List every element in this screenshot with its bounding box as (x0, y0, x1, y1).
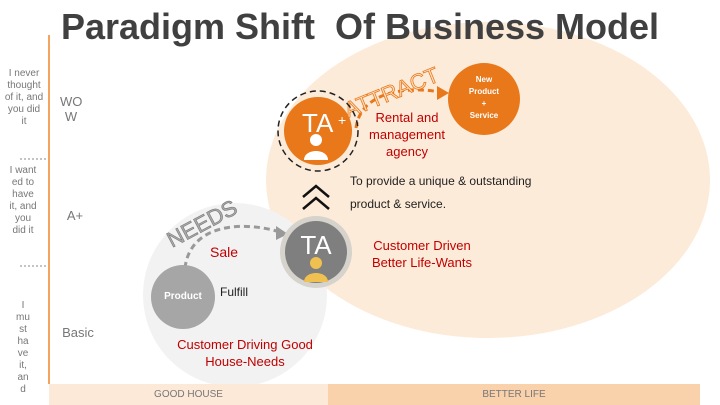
needs-caption: Customer Driving Good House-Needs (177, 337, 313, 369)
level-wow: WO W (60, 94, 83, 124)
ta-label: TA (300, 230, 332, 260)
needs-arrow (183, 224, 281, 269)
page-title: Paradigm Shift Of Business Model (60, 6, 660, 47)
attract-arrowhead (437, 86, 449, 100)
product-circle (151, 265, 215, 329)
chevron-up-icon (302, 184, 330, 198)
new-product-line: + (481, 99, 487, 108)
agency-label: Rental and management agency (369, 110, 445, 159)
sale-label: Sale (210, 244, 239, 260)
ta-plus-circle (284, 97, 352, 165)
new-product-circle (448, 63, 520, 135)
ta-plus-label: TA (302, 108, 334, 138)
person-icon-head (310, 257, 322, 269)
person-icon-head (310, 134, 322, 146)
new-product-label: New Product + Service (452, 74, 516, 122)
band-good-house-bg (49, 384, 328, 405)
needs-arrowhead (276, 226, 288, 240)
better-life-circle (266, 22, 710, 338)
band-better-life-bg (328, 384, 700, 405)
level-aplus: A+ (66, 208, 84, 223)
side-note-aplus: I want ed to have it, and you did it (9, 165, 37, 236)
band-good-house: GOOD HOUSE (154, 389, 223, 400)
chevron-up-icon (302, 196, 330, 210)
new-product-line: Service (469, 111, 499, 120)
level-basic: Basic (62, 325, 94, 340)
new-product-line: New (475, 75, 493, 84)
side-note-basic: I mu st ha ve it, an d (16, 300, 30, 395)
person-icon-body (304, 151, 328, 160)
band-better-life: BETTER LIFE (482, 389, 546, 400)
ta-plus-sign: + (338, 112, 347, 128)
person-icon-body (304, 273, 328, 282)
product-label: Product (164, 291, 202, 302)
ta-circle (285, 221, 347, 283)
new-product-line: Product (468, 87, 500, 96)
provide-text: To provide a unique & outstanding produc… (350, 174, 532, 211)
attract-caption: Customer Driven Better Life-Wants (372, 238, 472, 270)
ta-plus-dashed-ring (277, 90, 359, 172)
fulfill-label: Fulfill (220, 285, 249, 299)
side-note-wow: I never thought of it, and you did it (4, 68, 44, 127)
